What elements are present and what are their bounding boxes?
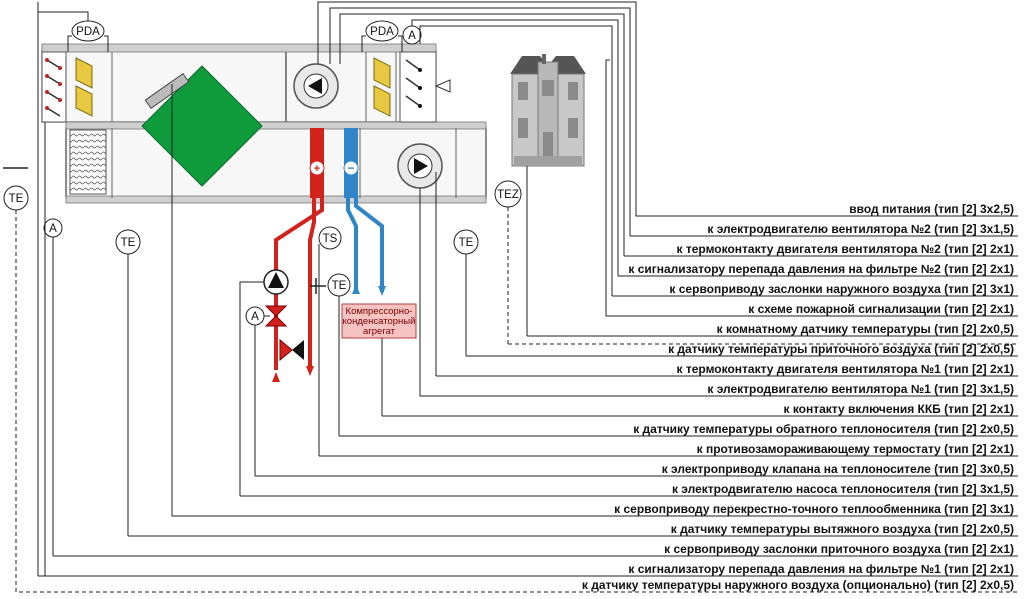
fan-1 xyxy=(397,143,443,189)
cable-label: к датчику температуры приточного воздуха… xyxy=(668,342,1014,356)
compressor-line-3: агрегат xyxy=(363,326,396,337)
tez-label: TEZ xyxy=(497,189,519,201)
wiring-lines xyxy=(15,1,1018,593)
cable-label: к противозамораживающему термостату (тип… xyxy=(697,442,1014,456)
cable-label: к датчику температуры обратного теплонос… xyxy=(633,422,1014,436)
a-valve-label: A xyxy=(251,311,259,323)
a-left-actuator: A xyxy=(43,218,63,238)
cable-label: к сигнализатору перепада давления на фил… xyxy=(628,262,1014,276)
cable-label: к электродвигателю вентилятора №1 (тип [… xyxy=(707,382,1014,396)
water-heater-coil: + xyxy=(309,128,325,198)
cable-label: к датчику температуры наружного воздуха … xyxy=(582,578,1014,592)
filter-2 xyxy=(373,57,391,117)
compressor-line-2: конденсаторный xyxy=(343,316,416,327)
filter-1 xyxy=(75,57,93,117)
a-left-label: A xyxy=(49,223,57,235)
te-outdoor-label: TE xyxy=(9,193,24,205)
cable-label: к сервоприводу заслонки приточного возду… xyxy=(664,542,1014,556)
cable-label: к сигнализатору перепада давления на фил… xyxy=(628,562,1014,576)
supply-air-damper xyxy=(41,51,67,123)
outdoor-air-damper xyxy=(399,51,451,123)
pda-sensor-right: PDA xyxy=(361,20,403,52)
cable-label: к сервоприводу заслонки наружного воздух… xyxy=(669,282,1014,296)
cable-label: ввод питания (тип [2] 3х2,5) xyxy=(849,202,1014,216)
ts-sensor: TS xyxy=(318,226,342,250)
cable-label: к термоконтакту двигателя вентилятора №2… xyxy=(677,242,1014,256)
cable-label: к датчику температуры вытяжного воздуха … xyxy=(671,522,1014,536)
tez-room-sensor: TEZ xyxy=(494,180,522,208)
cable-label: к электродвигателю насоса теплоносителя … xyxy=(672,482,1014,496)
cable-leaders xyxy=(38,235,1018,577)
te-return-label: TE xyxy=(332,280,347,292)
svg-text:+: + xyxy=(314,163,320,175)
te-supply-label: TE xyxy=(459,237,474,249)
cable-labels: ввод питания (тип [2] 3х2,5) к электродв… xyxy=(582,202,1014,592)
te-exhaust-label: TE xyxy=(121,237,136,249)
pda-sensor-left: PDA xyxy=(67,20,109,52)
te-outdoor-sensor: TE xyxy=(3,167,29,211)
air-heater-coil xyxy=(69,129,107,195)
cable-label: к сервоприводу перекрестно-точного тепло… xyxy=(614,502,1014,516)
cable-label: к термоконтакту двигателя вентилятора №1… xyxy=(677,362,1014,376)
cable-label: к контакту включения ККБ (тип [2] 2х1) xyxy=(783,402,1014,416)
hydraulic-group xyxy=(263,198,386,382)
cable-label: к электродвигателю вентилятора №2 (тип [… xyxy=(707,222,1014,236)
compressor-condensing-unit: Компрессорно- конденсаторный агрегат xyxy=(341,303,417,339)
cable-label: к комнатному датчику температуры (тип [2… xyxy=(717,322,1014,336)
cable-label: к схеме пожарной сигнализации (тип [2] 2… xyxy=(748,302,1014,316)
building-icon xyxy=(510,54,586,167)
te-exhaust-sensor: TE xyxy=(115,229,141,255)
valve-actuator-a: A xyxy=(245,306,270,326)
compressor-line-1: Компрессорно- xyxy=(346,306,413,317)
te-return-sensor: TE xyxy=(310,273,351,297)
pda-left-label: PDA xyxy=(76,26,100,38)
svg-text:−: − xyxy=(347,161,354,175)
a-top-right-label: A xyxy=(408,30,416,42)
te-supply-sensor: TE xyxy=(453,229,479,255)
cable-label: к электроприводу клапана на теплоносител… xyxy=(662,462,1014,476)
pda-right-label: PDA xyxy=(370,26,394,38)
ts-label: TS xyxy=(323,233,338,245)
dx-cooler-coil: − xyxy=(343,128,359,198)
fan-2 xyxy=(293,63,339,109)
actuator-a-top-right: A xyxy=(402,25,422,45)
